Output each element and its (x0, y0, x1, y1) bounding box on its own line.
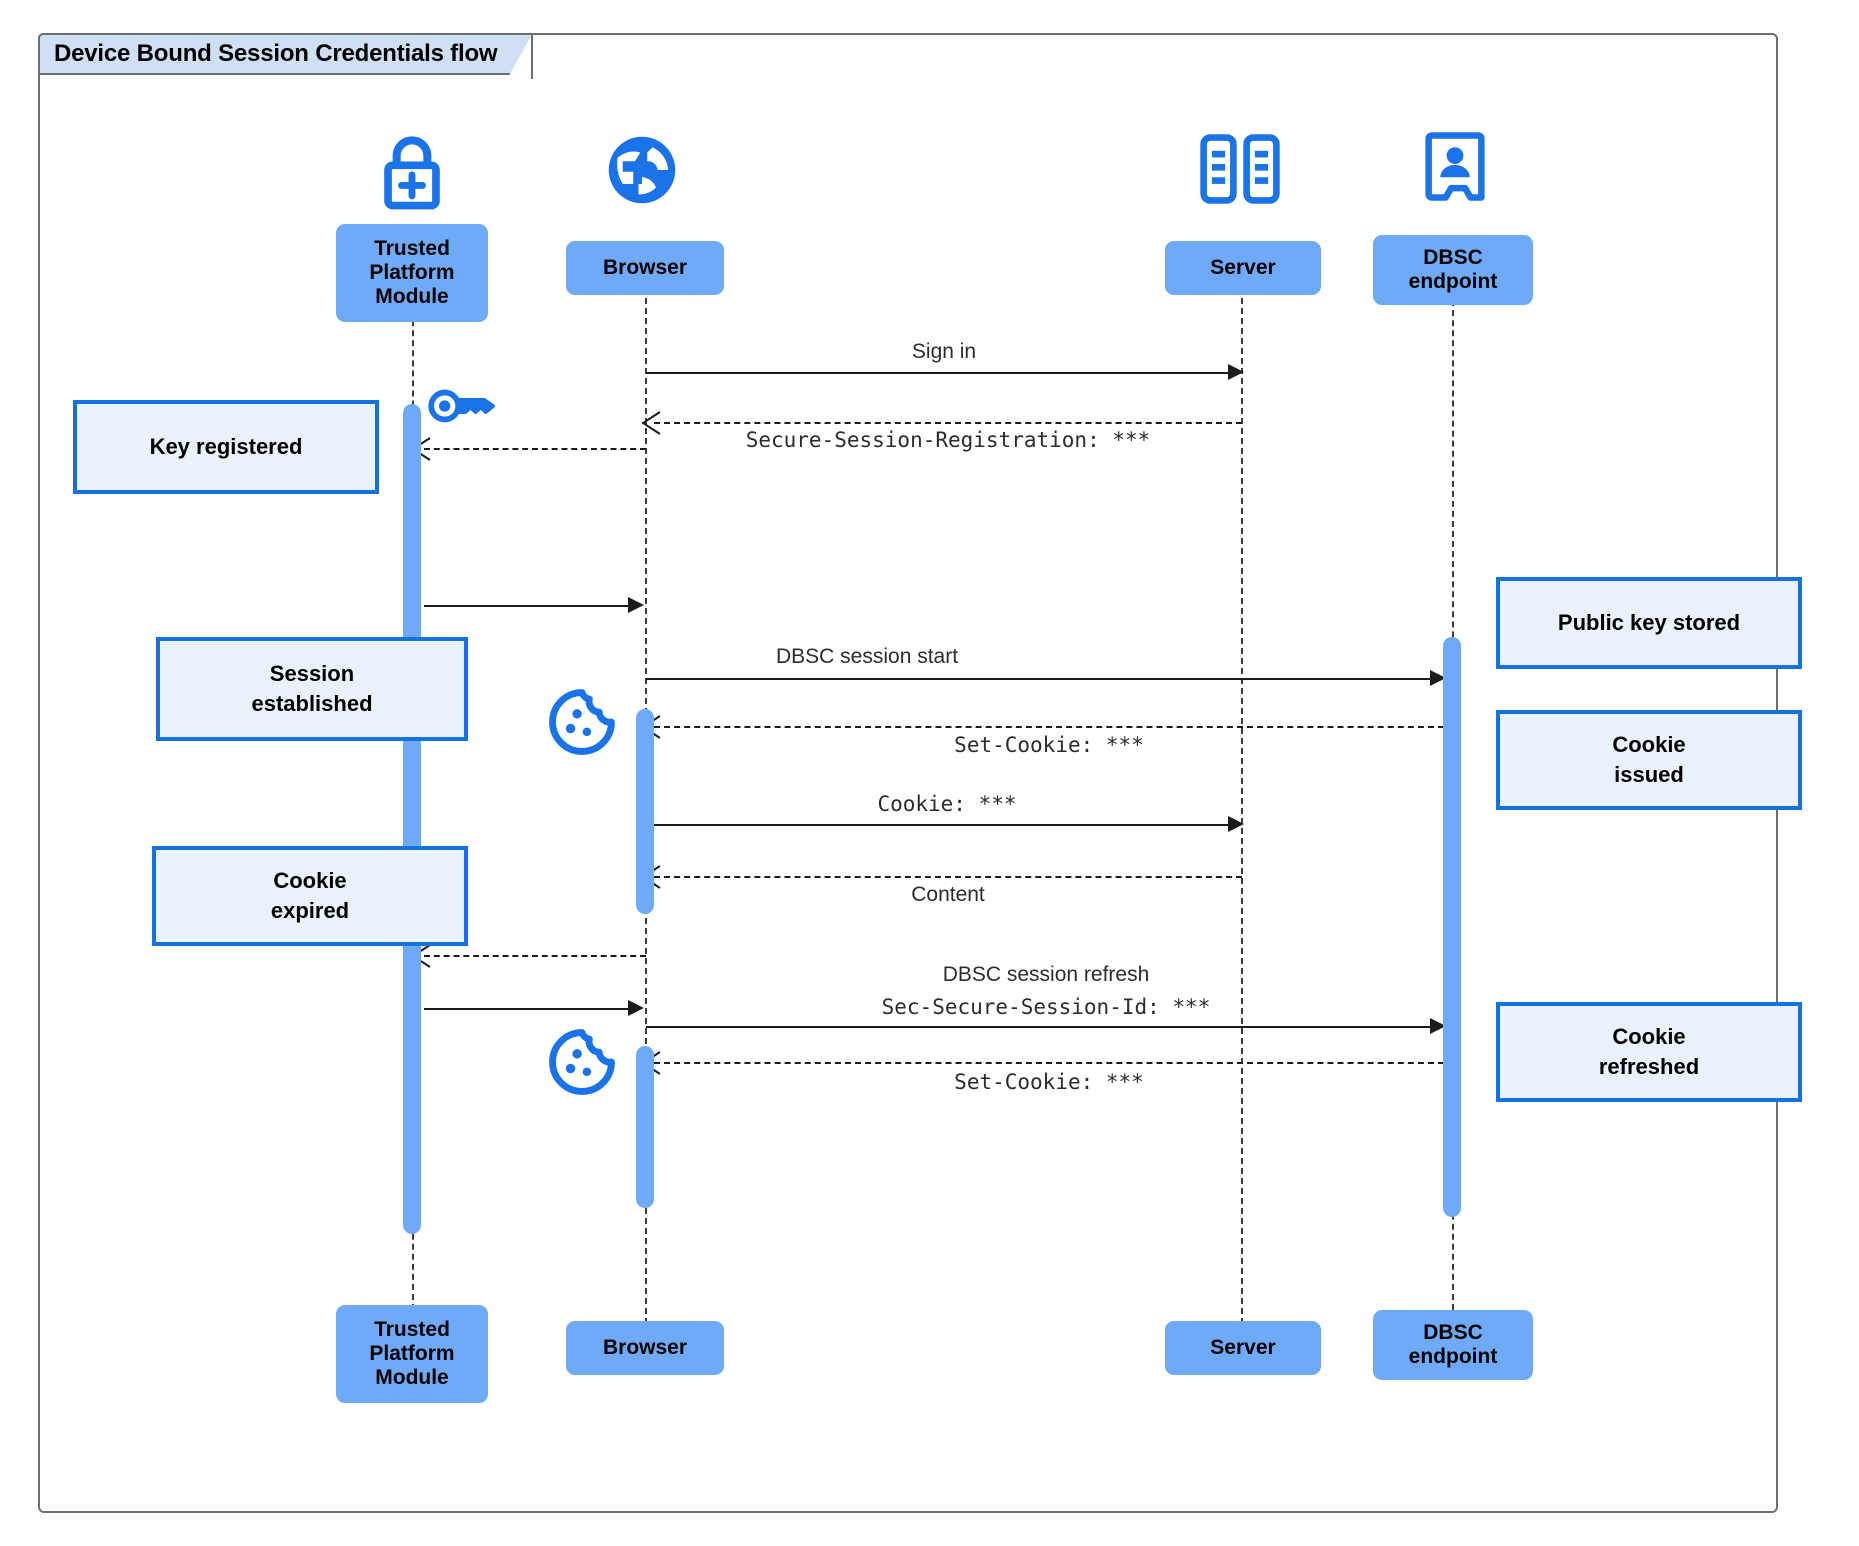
message-label-cookie: Cookie: *** (877, 792, 1017, 816)
participant-server-top[interactable]: Server (1165, 241, 1321, 295)
activation-bar-browser-2 (636, 1046, 654, 1208)
participant-server-bottom[interactable]: Server (1165, 1321, 1321, 1375)
message-label-dbsc-session-refresh: DBSC session refresh (942, 963, 1150, 986)
activation-bar-tpm (403, 404, 421, 1234)
message-label-set-cookie-1: Set-Cookie: *** (954, 733, 1144, 757)
message-arrowhead-dbsc-session-start (1430, 670, 1446, 686)
message-line-content (654, 876, 1242, 878)
message-line-dbsc-session-start (646, 678, 1438, 680)
message-arrowhead-sign-in (1228, 364, 1244, 380)
participant-tpm-bottom[interactable]: Trusted Platform Module (336, 1305, 488, 1403)
message-line-cookie (654, 824, 1236, 826)
activation-bar-browser-1 (636, 709, 654, 914)
server-rack-icon (1197, 130, 1283, 213)
id-badge-icon (1424, 128, 1486, 213)
diagram-title: Device Bound Session Credentials flow (54, 40, 498, 67)
participant-browser-bottom[interactable]: Browser (566, 1321, 724, 1375)
message-line-sign-in (646, 372, 1236, 374)
participant-label: Server (1210, 256, 1276, 280)
message-label-secure-session-registration: Secure-Session-Registration: *** (745, 428, 1151, 452)
diagram-frame-tab: Device Bound Session Credentials flow (38, 33, 533, 79)
participant-label: Server (1210, 1336, 1276, 1360)
tab-corner-clip (507, 33, 533, 79)
lock-plus-icon (366, 126, 458, 223)
note-text: Public key stored (1557, 610, 1741, 636)
participant-label: Browser (602, 1336, 688, 1360)
participant-label: DBSC endpoint (1408, 246, 1498, 293)
message-line-secure-session-registration (654, 422, 1242, 424)
note-key-registered: Key registered (73, 400, 379, 494)
message-line-set-cookie-1 (654, 726, 1444, 728)
participant-label: Trusted Platform Module (369, 237, 455, 308)
participant-label: DBSC endpoint (1408, 1321, 1498, 1368)
message-label-sec-secure-session-id: Sec-Secure-Session-Id: *** (881, 995, 1211, 1019)
participant-dbsc-top[interactable]: DBSC endpoint (1373, 235, 1533, 305)
message-label-set-cookie-2: Set-Cookie: *** (954, 1070, 1144, 1094)
participant-label: Trusted Platform Module (369, 1318, 455, 1389)
message-arrowhead-dbsc-session-refresh (1430, 1018, 1446, 1034)
participant-tpm-top[interactable]: Trusted Platform Module (336, 224, 488, 322)
message-arrowhead-tpm-to-browser-2 (628, 1000, 644, 1016)
globe-icon (600, 128, 684, 217)
participant-browser-top[interactable]: Browser (566, 241, 724, 295)
message-arrowhead-cookie (1228, 816, 1244, 832)
message-line-browser-to-tpm-1 (424, 448, 646, 450)
participant-label: Browser (602, 256, 688, 280)
message-line-tpm-to-browser-1 (424, 605, 636, 607)
message-label-sign-in: Sign in (911, 340, 977, 363)
message-arrowhead-secure-session-registration (640, 410, 661, 435)
key-icon (428, 383, 500, 434)
participant-dbsc-bottom[interactable]: DBSC endpoint (1373, 1310, 1533, 1380)
activation-bar-dbsc (1443, 637, 1461, 1217)
cookie-icon (546, 1026, 618, 1103)
note-text: Key registered (149, 434, 303, 460)
cookie-icon (546, 686, 618, 763)
lifeline-server (1241, 258, 1243, 1324)
message-line-set-cookie-2 (654, 1062, 1444, 1064)
message-line-browser-to-tpm-2 (424, 955, 646, 957)
note-public-key-stored: Public key stored (1496, 577, 1802, 669)
message-arrowhead-tpm-to-browser-1 (628, 597, 644, 613)
message-line-tpm-to-browser-2 (424, 1008, 636, 1010)
message-label-content: Content (911, 883, 985, 906)
message-line-dbsc-session-refresh (646, 1026, 1438, 1028)
message-label-dbsc-session-start: DBSC session start (776, 645, 959, 668)
